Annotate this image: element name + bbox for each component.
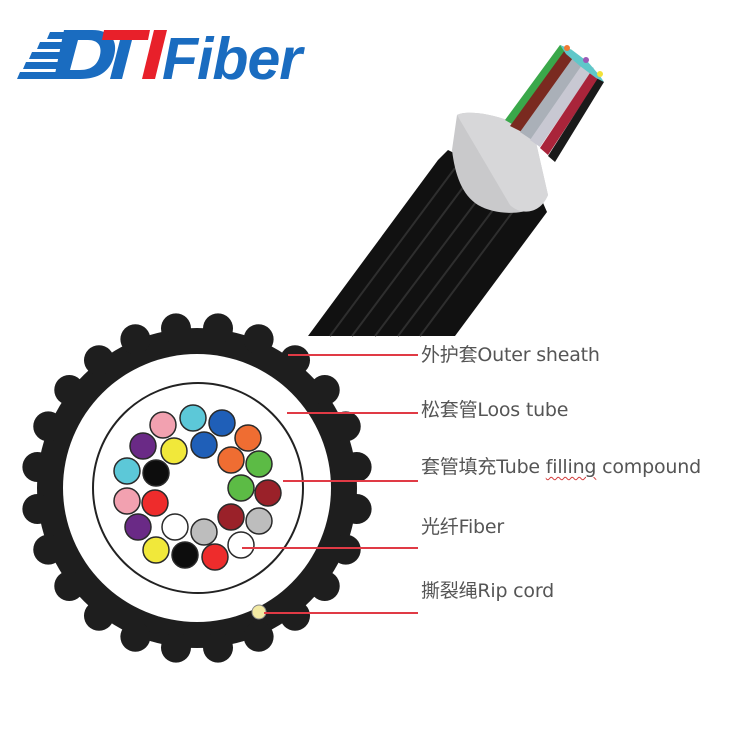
- fiber-strand: [171, 541, 199, 569]
- fiber-strand: [208, 409, 236, 437]
- rip-cord-dot: [251, 604, 267, 620]
- fiber-strand: [161, 513, 189, 541]
- label-rip-cord: 撕裂绳Rip cord: [421, 580, 554, 602]
- fiber-strand: [245, 507, 273, 535]
- sheath-bump: [330, 534, 361, 565]
- dtifiber-logo-icon: Fiber: [17, 26, 306, 92]
- fiber-strand: [190, 431, 218, 459]
- sheath-bump: [22, 451, 53, 482]
- sheath-bump: [54, 571, 85, 602]
- sheath-bump: [203, 632, 234, 663]
- fiber-strand: [190, 518, 218, 546]
- sheath-bump: [160, 632, 191, 663]
- sheath-bump: [280, 345, 311, 376]
- sheath-bump: [309, 374, 340, 405]
- sheath-bump: [83, 600, 114, 631]
- sheath-bump: [83, 345, 114, 376]
- sheath-bump: [341, 451, 372, 482]
- sheath-bump: [54, 374, 85, 405]
- leader-lines: [242, 354, 418, 614]
- fiber-strand: [124, 513, 152, 541]
- label-zh: 光纤: [421, 516, 459, 538]
- fiber-strand: [149, 411, 177, 439]
- label-zh: 撕裂绳: [421, 580, 478, 602]
- fiber-strand: [254, 479, 282, 507]
- sheath-bump: [33, 411, 64, 442]
- label-outer-sheath: 外护套Outer sheath: [421, 344, 600, 366]
- label-zh: 套管填充: [421, 456, 497, 478]
- sheath-bump: [243, 621, 274, 652]
- sheath-bump: [22, 494, 53, 525]
- fiber-strand: [113, 487, 141, 515]
- sheath-bump: [160, 313, 191, 344]
- sheath-bump: [341, 494, 372, 525]
- label-en-post: compound: [596, 456, 701, 478]
- label-en: Fiber: [458, 516, 505, 538]
- label-tube-filling: 套管填充Tube filling compound: [421, 456, 701, 478]
- fiber-strand: [113, 457, 141, 485]
- sheath-bump: [120, 621, 151, 652]
- label-loose-tube: 松套管Loos tube: [421, 399, 568, 421]
- fiber-strand: [217, 503, 245, 531]
- fiber-bundle: [113, 404, 282, 571]
- fiber-strand: [160, 437, 188, 465]
- fiber-strand: [142, 536, 170, 564]
- fiber-strand: [179, 404, 207, 432]
- fiber-strand: [129, 432, 157, 460]
- sheath-bump: [280, 600, 311, 631]
- sheath-bump: [120, 324, 151, 355]
- fiber-strand: [217, 446, 245, 474]
- fiber-strand: [245, 450, 273, 478]
- fiber-strand: [201, 543, 229, 571]
- brand-logo: Fiber: [16, 22, 336, 92]
- fiber-strand: [142, 459, 170, 487]
- cable-3d-illustration: [308, 45, 604, 337]
- label-en: Outer sheath: [477, 344, 600, 366]
- label-zh: 外护套: [421, 344, 478, 366]
- spellcheck-marked-word: filling: [545, 456, 597, 478]
- sheath-bump: [203, 313, 234, 344]
- label-zh: 松套管: [421, 399, 478, 421]
- cable-cross-section: [22, 313, 372, 663]
- fiber-strand: [227, 531, 255, 559]
- fiber-strand: [227, 474, 255, 502]
- label-fiber: 光纤Fiber: [421, 516, 504, 538]
- sheath-bump: [330, 411, 361, 442]
- sheath-bump: [309, 571, 340, 602]
- sheath-bump: [33, 534, 64, 565]
- fiber-strand: [141, 489, 169, 517]
- fiber-strand: [234, 424, 262, 452]
- label-en-pre: Tube: [496, 456, 546, 478]
- label-en: Rip cord: [477, 580, 554, 602]
- label-en: Loos tube: [477, 399, 569, 421]
- sheath-bump: [243, 324, 274, 355]
- logo-text: Fiber: [162, 26, 305, 86]
